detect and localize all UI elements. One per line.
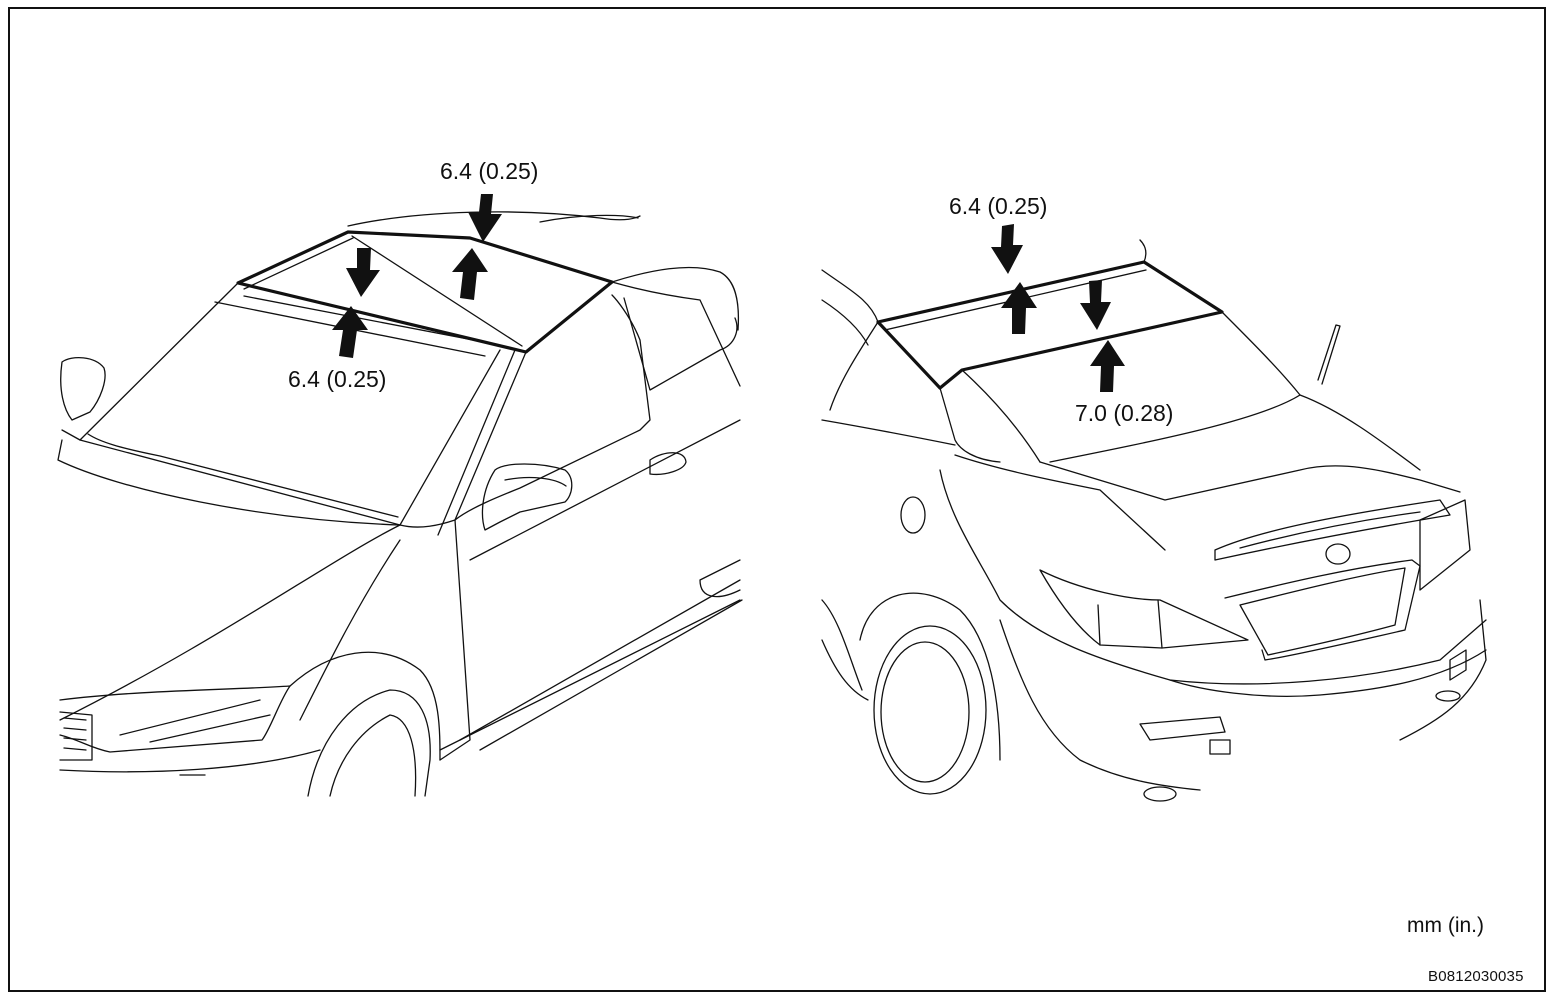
- figure-code: B0812030035: [1428, 968, 1524, 985]
- arrow-down-icon: [1080, 280, 1111, 330]
- front-view-car-drawing: [57, 211, 743, 797]
- rear-view-dimension-arrows: [991, 224, 1125, 392]
- roof-panel-outline-rear: [876, 260, 1224, 390]
- rear-view-top-dimension: 6.4 (0.25): [949, 193, 1048, 219]
- unit-note: mm (in.): [1407, 914, 1484, 937]
- illustration-frame: [8, 7, 1546, 992]
- rear-view-bottom-dimension: 7.0 (0.28): [1075, 400, 1174, 426]
- front-view-top-dimension: 6.4 (0.25): [440, 158, 539, 184]
- arrow-down-icon: [346, 248, 380, 297]
- rear-view-car-drawing: [821, 239, 1487, 802]
- arrow-up-icon: [1090, 340, 1125, 392]
- front-view-bottom-dimension: 6.4 (0.25): [288, 366, 387, 392]
- arrow-down-icon: [991, 224, 1023, 274]
- front-view-dimension-arrows: [332, 194, 502, 358]
- arrow-up-icon: [332, 306, 368, 358]
- roof-panel-outline-front: [236, 230, 614, 354]
- arrow-up-icon: [1001, 282, 1037, 334]
- arrow-up-icon: [452, 248, 488, 300]
- arrow-down-icon: [468, 194, 502, 242]
